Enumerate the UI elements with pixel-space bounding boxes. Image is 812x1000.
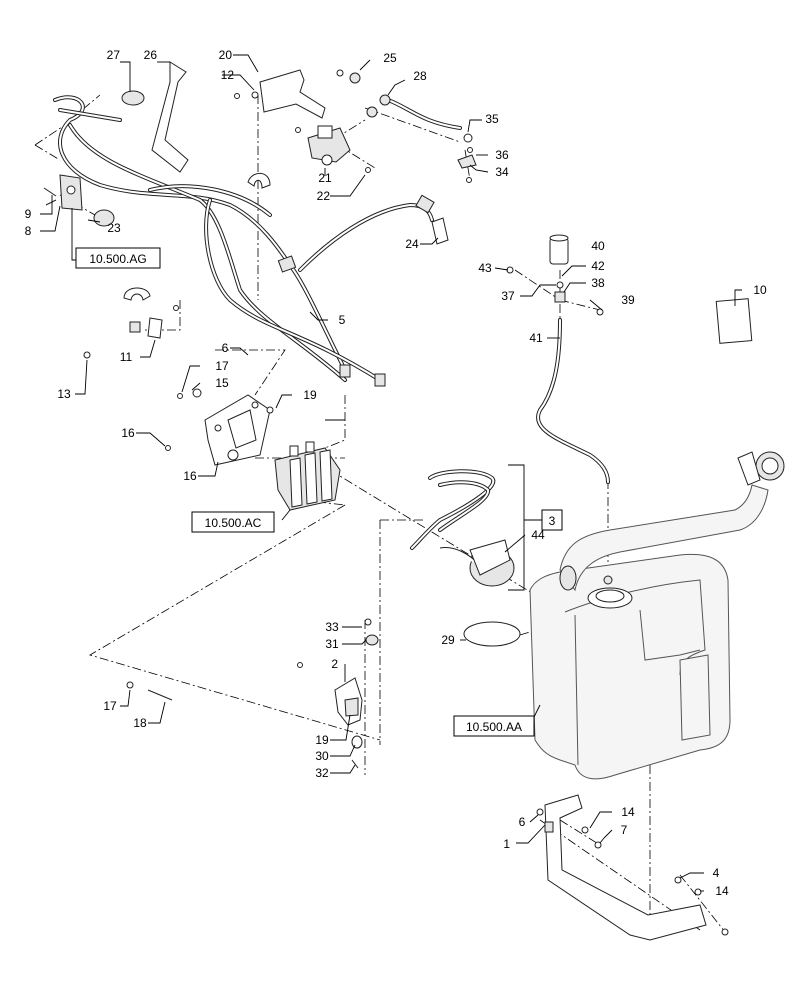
- callout-17a: 17: [215, 359, 229, 373]
- callout-33: 33: [325, 620, 339, 634]
- hose-28: [336, 69, 462, 130]
- callout-6b: 6: [519, 815, 526, 829]
- connector-assembly-8: [43, 174, 83, 211]
- callout-1: 1: [503, 837, 510, 851]
- ref-10-500-AC-label[interactable]: 10.500.AC: [205, 516, 262, 530]
- callout-16b: 16: [183, 469, 197, 483]
- callout-39: 39: [621, 293, 635, 307]
- callout-28: 28: [413, 69, 427, 83]
- callout-44: 44: [531, 528, 545, 542]
- callout-24: 24: [405, 237, 419, 251]
- callout-38: 38: [591, 276, 605, 290]
- callout-42: 42: [591, 259, 605, 273]
- callout-19b: 19: [315, 733, 329, 747]
- bolt-18: [126, 681, 173, 701]
- callout-2: 2: [331, 657, 338, 671]
- bracket-2: [297, 618, 379, 769]
- callout-36: 36: [495, 148, 509, 162]
- callout-15: 15: [215, 376, 229, 390]
- assembly-3-box: 3: [541, 509, 563, 531]
- clamp-11: [83, 287, 179, 359]
- callout-14a: 14: [621, 805, 635, 819]
- callout-25: 25: [383, 51, 397, 65]
- callout-31: 31: [325, 637, 339, 651]
- clamp-upper: [247, 172, 271, 189]
- callout-9: 9: [25, 207, 32, 221]
- ref-10-500-AA[interactable]: 10.500.AA: [453, 715, 535, 737]
- callout-13: 13: [57, 387, 71, 401]
- bracket-20: [234, 69, 326, 119]
- callout-21: 21: [318, 171, 332, 185]
- callout-7: 7: [621, 823, 628, 837]
- callout-20: 20: [219, 48, 233, 62]
- callout-12: 12: [221, 68, 235, 82]
- callout-26: 26: [144, 48, 158, 62]
- callout-4: 4: [713, 866, 720, 880]
- callout-29: 29: [441, 633, 455, 647]
- connector-24: [431, 217, 449, 245]
- breather-assembly: [506, 234, 610, 484]
- valve-21: [295, 125, 371, 173]
- fuel-tank: [529, 451, 785, 780]
- callout-32: 32: [315, 766, 329, 780]
- wire-harness: [53, 95, 435, 387]
- callout-8: 8: [25, 224, 32, 238]
- callout-30: 30: [315, 749, 329, 763]
- grommet-27: [121, 90, 145, 106]
- callouts: 1 2 4 5 6 6 7 8 9 10 11 12 13 14 14 15 1…: [25, 48, 767, 898]
- callout-34: 34: [495, 165, 509, 179]
- bracket-16: [165, 388, 274, 466]
- ref-10-500-AG[interactable]: 10.500.AG: [75, 247, 161, 269]
- callout-17b: 17: [103, 699, 117, 713]
- bracket-26: [151, 61, 189, 173]
- callout-22: 22: [317, 189, 331, 203]
- valve-block: [274, 441, 341, 511]
- decal-10: [715, 298, 753, 344]
- callout-37: 37: [501, 289, 515, 303]
- callout-41: 41: [529, 331, 543, 345]
- ref-10-500-AG-label[interactable]: 10.500.AG: [89, 252, 146, 266]
- clamp-29: [463, 621, 521, 647]
- ref-10-500-AC[interactable]: 10.500.AC: [191, 511, 275, 533]
- callout-16a: 16: [121, 426, 135, 440]
- callout-5: 5: [339, 313, 346, 327]
- ref-10-500-AA-label[interactable]: 10.500.AA: [466, 720, 522, 734]
- callout-11: 11: [120, 350, 133, 364]
- strap-1: [536, 794, 729, 941]
- callout-27: 27: [107, 48, 121, 62]
- callout-19a: 19: [303, 388, 317, 402]
- callout-6a: 6: [222, 341, 229, 355]
- callout-14b: 14: [715, 884, 729, 898]
- hose-assembly-3: [410, 469, 515, 587]
- callout-23: 23: [107, 221, 121, 235]
- callout-18: 18: [133, 716, 147, 730]
- leader-lines: [40, 54, 742, 892]
- callout-10: 10: [753, 283, 767, 297]
- callout-40: 40: [591, 239, 605, 253]
- callout-35: 35: [485, 112, 499, 126]
- fitting-34: [457, 133, 477, 183]
- assembly-3-label: 3: [549, 514, 556, 528]
- callout-43: 43: [478, 261, 492, 275]
